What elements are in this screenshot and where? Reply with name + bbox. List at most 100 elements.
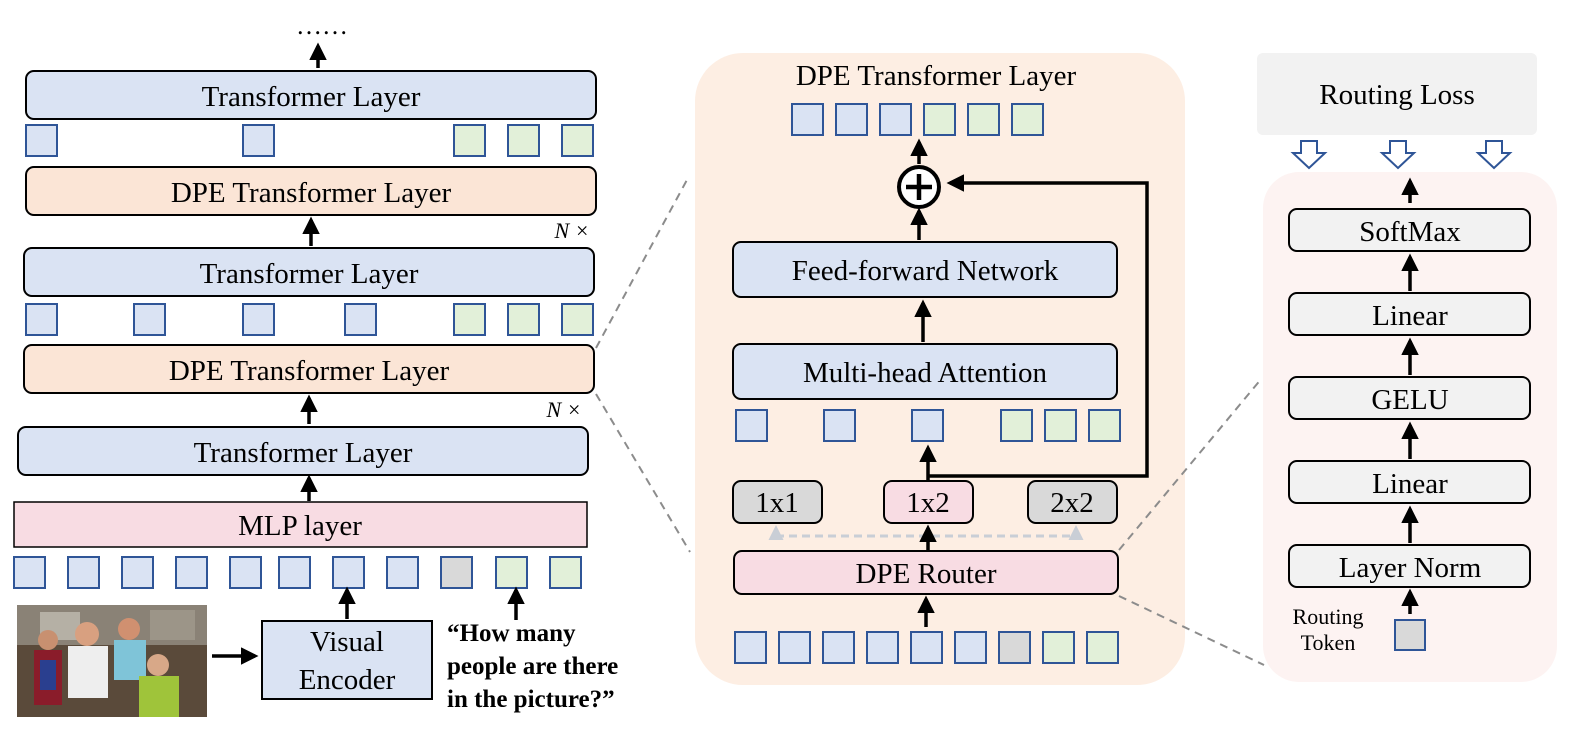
left-row1-token-green: [453, 124, 486, 157]
mid-top-token-blue: [879, 103, 912, 136]
mlp-layer-box: [13, 501, 588, 548]
loss-arrow-icon-2: [1379, 140, 1417, 170]
transformer-layer-box-2: [23, 247, 595, 297]
dpe-layer-detail-title: DPE Transformer Layer: [796, 60, 1077, 92]
left-row2-token-blue: [25, 303, 58, 336]
question-line-3: in the picture?”: [447, 686, 615, 713]
mid-top-token-green: [1011, 103, 1044, 136]
mlp-layer-label: MLP layer: [238, 510, 362, 542]
repeat-label-1: N ×: [553, 218, 589, 243]
mid-patched-token-blue: [823, 409, 856, 442]
routing-token-label-line1: Routing: [1293, 604, 1364, 629]
mid-input-token-blue: [778, 631, 811, 664]
middle-patched-tokens: [735, 409, 1121, 442]
transformer-layer-label-2: Transformer Layer: [200, 258, 419, 290]
left-row3-token-blue: [13, 556, 46, 589]
left-stack: …… Transformer Layer DPE Transformer Lay…: [13, 11, 618, 717]
left-row1-token-green: [561, 124, 594, 157]
linear-label-bottom: Linear: [1372, 468, 1448, 500]
left-row3-token-blue: [332, 556, 365, 589]
multi-head-attention-label: Multi-head Attention: [803, 357, 1048, 389]
feed-forward-network-box: [732, 241, 1118, 298]
mid-input-token-green: [1086, 631, 1119, 664]
question-line-1: “How many: [447, 620, 576, 647]
feed-forward-network-label: Feed-forward Network: [792, 255, 1059, 287]
patch-option-1x1-label: 1x1: [755, 487, 799, 519]
loss-arrow-icon-1: [1290, 140, 1328, 170]
patch-option-2x2: [1027, 480, 1118, 524]
mid-patched-token-green: [1044, 409, 1077, 442]
left-row3-token-blue: [278, 556, 311, 589]
middle-input-tokens: [734, 631, 1119, 664]
left-row2-token-green: [561, 303, 594, 336]
softmax-box: [1288, 208, 1531, 252]
left-token-row-1: [25, 124, 594, 157]
router-detail-panel: Routing Loss SoftMax Linear GELU Linear …: [1257, 53, 1557, 682]
gelu-box: [1288, 376, 1531, 420]
dpe-router-label: DPE Router: [856, 558, 997, 590]
visual-encoder-box: [261, 620, 433, 700]
transformer-layer-label-3: Transformer Layer: [194, 437, 413, 469]
mid-patched-token-green: [1088, 409, 1121, 442]
left-row2-token-blue: [344, 303, 377, 336]
left-row3-token-blue: [67, 556, 100, 589]
mid-patched-token-blue: [735, 409, 768, 442]
routing-loss-label: Routing Loss: [1319, 79, 1475, 111]
patch-option-1x2-label: 1x2: [906, 487, 950, 519]
dpe-router-box: [733, 550, 1119, 595]
left-row3-token-gray: [440, 556, 473, 589]
mid-top-token-green: [923, 103, 956, 136]
gelu-label: GELU: [1371, 384, 1448, 416]
linear-box-top: [1288, 292, 1531, 336]
left-row1-token-blue: [25, 124, 58, 157]
softmax-label: SoftMax: [1359, 216, 1461, 248]
left-row3-token-green: [549, 556, 582, 589]
loss-arrow-icon-3: [1475, 140, 1513, 170]
layer-norm-box: [1288, 544, 1531, 588]
mid-input-token-blue: [866, 631, 899, 664]
mid-input-token-blue: [734, 631, 767, 664]
left-row1-token-green: [507, 124, 540, 157]
linear-label-top: Linear: [1372, 300, 1448, 332]
input-photo: [17, 605, 207, 717]
left-row1-token-blue: [242, 124, 275, 157]
transformer-layer-box-1: [25, 70, 597, 120]
routing-loss-box: [1257, 53, 1537, 135]
left-row2-token-blue: [133, 303, 166, 336]
mid-top-token-blue: [791, 103, 824, 136]
mid-input-token-blue: [910, 631, 943, 664]
residual-add-icon: [897, 165, 941, 209]
mid-patched-token-blue: [911, 409, 944, 442]
linear-box-bottom: [1288, 460, 1531, 504]
left-row2-token-blue: [242, 303, 275, 336]
dpe-transformer-layer-box-2: [23, 344, 595, 394]
left-row3-token-blue: [121, 556, 154, 589]
patch-option-1x2: [883, 480, 974, 524]
patch-option-2x2-label: 2x2: [1050, 487, 1094, 519]
dpe-layer-detail-panel: DPE Transformer Layer Feed-forward Netwo…: [695, 53, 1185, 685]
mid-input-token-blue: [822, 631, 855, 664]
layer-norm-label: Layer Norm: [1339, 552, 1482, 584]
left-row3-token-blue: [229, 556, 262, 589]
routing-token-label-line2: Token: [1301, 630, 1356, 655]
visual-encoder-label-line1: Visual: [310, 626, 384, 658]
left-token-row-2: [25, 303, 594, 336]
mid-input-token-green: [1042, 631, 1075, 664]
routing-token: [1394, 619, 1426, 651]
dpe-transformer-layer-label-1: DPE Transformer Layer: [171, 177, 452, 209]
transformer-layer-label-1: Transformer Layer: [202, 81, 421, 113]
mid-top-token-green: [967, 103, 1000, 136]
mid-input-token-gray: [998, 631, 1031, 664]
left-row2-token-green: [507, 303, 540, 336]
dpe-transformer-layer-box-1: [25, 166, 597, 216]
question-line-2: people are there: [447, 653, 618, 680]
left-row2-token-green: [453, 303, 486, 336]
left-row3-token-blue: [386, 556, 419, 589]
ellipsis-label: ……: [296, 11, 348, 40]
visual-encoder-label-line2: Encoder: [299, 664, 396, 696]
left-row3-token-green: [495, 556, 528, 589]
mid-input-token-blue: [954, 631, 987, 664]
dpe-transformer-layer-label-2: DPE Transformer Layer: [169, 355, 450, 387]
middle-output-tokens: [791, 103, 1044, 136]
